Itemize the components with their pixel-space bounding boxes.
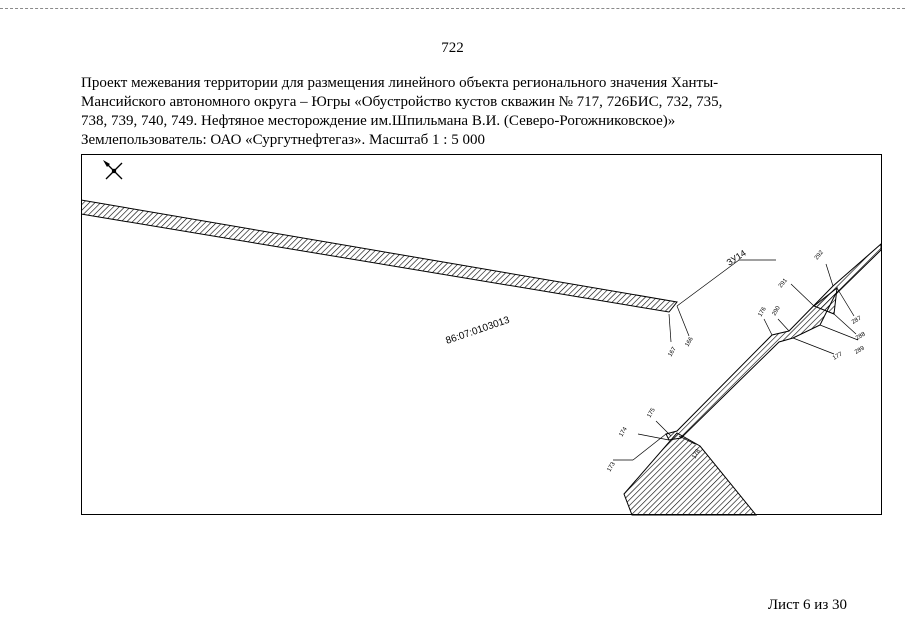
hatched-triangle — [813, 286, 838, 315]
heading-line-4: Землепользователь: ОАО «Сургутнефтегаз».… — [81, 132, 485, 148]
leader-lines — [613, 259, 859, 461]
point-label-175: 175 — [647, 407, 658, 419]
heading-line-1: Проект межевания территории для размещен… — [81, 75, 719, 91]
point-label-178: 178 — [692, 448, 703, 460]
point-label-290: 290 — [772, 305, 783, 317]
point-label-177: 177 — [832, 351, 844, 362]
point-label-287: 287 — [851, 315, 863, 326]
scan-edge-line — [0, 8, 905, 9]
point-label-173: 173 — [607, 461, 618, 473]
survey-drawing: 86:07:0103013 ЗУ14 166 167 173 174 175 1… — [81, 154, 882, 516]
point-label-291: 291 — [778, 277, 789, 289]
point-label-289: 289 — [854, 345, 866, 356]
drawing-frame — [81, 154, 882, 515]
point-label-292: 292 — [814, 249, 825, 261]
hatched-large-triangle — [623, 432, 758, 516]
hatched-corridor — [665, 242, 882, 441]
page-number: 722 — [441, 40, 464, 56]
heading-line-3: 738, 739, 740, 749. Нефтяное месторожден… — [81, 113, 676, 129]
point-label-167: 167 — [668, 346, 679, 358]
north-arrow-icon — [103, 160, 123, 180]
point-label-176: 176 — [758, 306, 769, 318]
point-label-288: 288 — [855, 331, 867, 342]
document-heading: Проект межевания территории для размещен… — [81, 74, 781, 150]
heading-line-2: Мансийского автономного округа – Югры «О… — [81, 94, 723, 110]
hatched-road-strip — [81, 199, 678, 313]
point-label-174: 174 — [619, 426, 630, 438]
cadastral-number: 86:07:0103013 — [444, 315, 511, 347]
parcel-label: ЗУ14 — [725, 248, 748, 268]
sheet-number: Лист 6 из 30 — [767, 597, 847, 613]
point-label-166: 166 — [685, 336, 696, 348]
